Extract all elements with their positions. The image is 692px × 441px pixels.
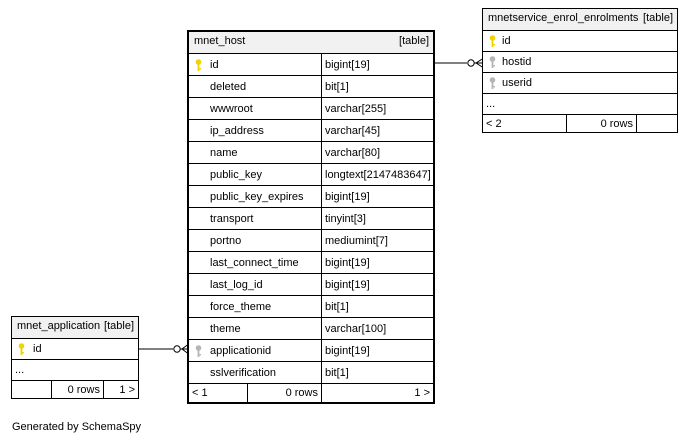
column-row[interactable]: portno mediumint[7] <box>189 230 433 252</box>
column-type: bigint[19] <box>325 58 370 71</box>
column-type: mediumint[7] <box>325 234 388 247</box>
table-header: mnetservice_enrol_enrolments [table] <box>483 9 677 31</box>
column-list: id... <box>12 339 138 381</box>
foreign-key-icon <box>195 344 202 357</box>
column-type: tinyint[3] <box>325 212 366 225</box>
column-row[interactable]: hostid <box>483 52 677 73</box>
column-name: transport <box>210 212 254 225</box>
column-name: hostid <box>502 56 532 68</box>
table-name: mnet_application <box>17 320 101 332</box>
column-name: ip_address <box>210 124 264 137</box>
column-row[interactable]: name varchar[80] <box>189 142 433 164</box>
parents-count: < 2 <box>486 117 502 130</box>
row-count: 0 rows <box>600 117 633 130</box>
column-row[interactable]: ... <box>483 94 677 115</box>
column-name: wwwroot <box>210 102 253 115</box>
foreign-key-icon <box>489 56 496 68</box>
column-name: userid <box>502 77 532 89</box>
row-count: 0 rows <box>285 387 318 399</box>
column-row[interactable]: transport tinyint[3] <box>189 208 433 230</box>
column-type: bit[1] <box>325 300 349 313</box>
column-row[interactable]: ... <box>12 360 138 381</box>
column-type: bigint[19] <box>325 190 370 203</box>
column-name: id <box>210 58 219 71</box>
column-name: public_key <box>210 168 262 181</box>
table-type-tag: [table] <box>104 320 134 332</box>
column-name: name <box>210 146 238 159</box>
row-count: 0 rows <box>67 383 100 396</box>
table-footer: < 2 0 rows <box>483 115 677 132</box>
column-row[interactable]: last_connect_time bigint[19] <box>189 252 433 274</box>
column-type: bigint[19] <box>325 344 370 357</box>
table-mnet-host[interactable]: mnet_host [table] id bigint[19] deleted bit… <box>187 30 435 404</box>
table-name: mnetservice_enrol_enrolments <box>488 12 639 24</box>
column-type: varchar[45] <box>325 124 381 137</box>
table-type-tag: [table] <box>643 12 673 24</box>
column-name: id <box>502 35 511 47</box>
column-name: applicationid <box>210 344 272 357</box>
column-type: varchar[100] <box>325 322 387 335</box>
column-type: bit[1] <box>325 366 349 379</box>
children-count: 1 > <box>414 387 430 399</box>
column-name: ... <box>15 364 25 376</box>
column-name: deleted <box>210 80 247 93</box>
column-row[interactable]: public_key_expires bigint[19] <box>189 186 433 208</box>
column-row[interactable]: public_key longtext[2147483647] <box>189 164 433 186</box>
column-name: last_log_id <box>210 278 263 291</box>
column-row[interactable]: id <box>12 339 138 360</box>
column-name: sslverification <box>210 366 277 379</box>
primary-key-icon <box>489 35 496 47</box>
column-name: last_connect_time <box>210 256 299 269</box>
column-type: bit[1] <box>325 80 349 93</box>
table-footer: 0 rows 1 > <box>12 381 138 398</box>
column-row[interactable]: force_theme bit[1] <box>189 296 433 318</box>
table-header: mnet_application [table] <box>12 317 138 339</box>
column-name: id <box>33 343 42 355</box>
edge-application-to-host <box>138 344 189 354</box>
column-name: theme <box>210 322 241 335</box>
column-row[interactable]: theme varchar[100] <box>189 318 433 340</box>
column-row[interactable]: deleted bit[1] <box>189 76 433 98</box>
table-name: mnet_host <box>194 35 246 47</box>
column-name: force_theme <box>210 300 272 313</box>
column-type: varchar[80] <box>325 146 381 159</box>
children-count: 1 > <box>119 383 135 396</box>
table-mnet-application[interactable]: mnet_application [table] id... 0 rows 1 … <box>11 316 139 399</box>
column-name: public_key_expires <box>210 190 304 203</box>
column-row[interactable]: sslverification bit[1] <box>189 362 433 384</box>
column-row[interactable]: wwwroot varchar[255] <box>189 98 433 120</box>
column-type: bigint[19] <box>325 278 370 291</box>
table-mnetservice-enrol-enrolments[interactable]: mnetservice_enrol_enrolments [table] id h… <box>482 8 678 133</box>
column-list: id hostid userid... <box>483 31 677 115</box>
column-row[interactable]: id bigint[19] <box>189 54 433 76</box>
table-header: mnet_host [table] <box>189 32 433 54</box>
table-type-tag: [table] <box>399 35 429 47</box>
column-row[interactable]: userid <box>483 73 677 94</box>
column-name: portno <box>210 234 242 247</box>
foreign-key-icon <box>489 77 496 89</box>
table-footer: < 1 0 rows 1 > <box>189 384 433 402</box>
column-name: ... <box>486 98 496 110</box>
column-list: id bigint[19] deleted bit[1] wwwroot varchar[… <box>189 54 433 384</box>
column-row[interactable]: ip_address varchar[45] <box>189 120 433 142</box>
edge-host-to-enrol <box>432 58 484 68</box>
column-type: varchar[255] <box>325 102 387 115</box>
parents-count: < 1 <box>192 387 208 399</box>
primary-key-icon <box>18 343 25 355</box>
column-type: bigint[19] <box>325 256 370 269</box>
generated-by-note: Generated by SchemaSpy <box>12 421 142 433</box>
primary-key-icon <box>195 58 202 71</box>
column-row[interactable]: applicationid bigint[19] <box>189 340 433 362</box>
column-row[interactable]: id <box>483 31 677 52</box>
column-row[interactable]: last_log_id bigint[19] <box>189 274 433 296</box>
column-type: longtext[2147483647] <box>325 168 431 181</box>
